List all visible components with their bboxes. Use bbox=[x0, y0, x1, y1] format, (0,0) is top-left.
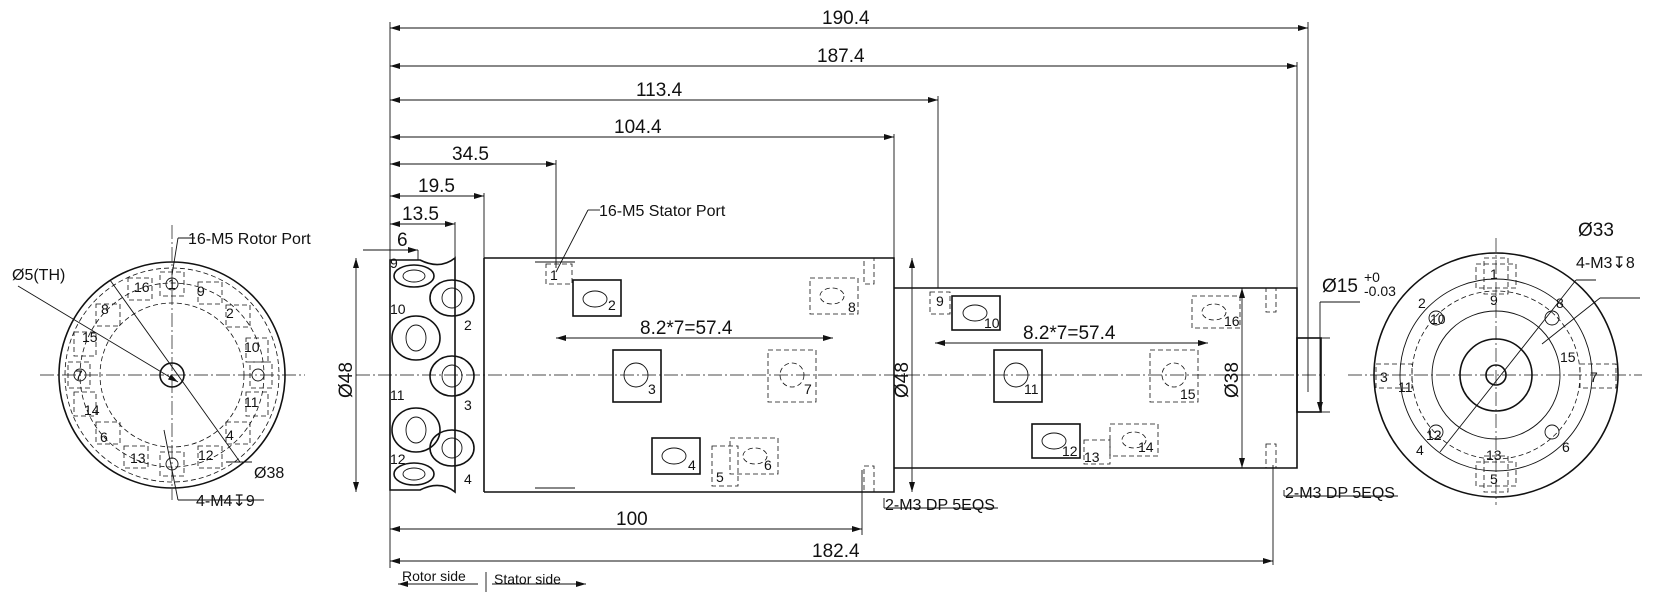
body-port-3: 3 bbox=[648, 381, 656, 397]
stator-side-label: Stator side bbox=[494, 571, 561, 587]
left-port-4: 4 bbox=[226, 427, 234, 443]
right-port-6: 6 bbox=[1562, 439, 1570, 455]
right-center-bore bbox=[1485, 364, 1507, 386]
right-port-4: 4 bbox=[1416, 442, 1424, 458]
body-port-7: 7 bbox=[804, 381, 812, 397]
right-port-3: 3 bbox=[1380, 369, 1388, 385]
left-port-9: 9 bbox=[197, 283, 205, 299]
left-end-view: 1 9 2 10 11 4 12 13 6 14 7 15 8 16 Ø5(TH… bbox=[12, 225, 311, 510]
body-port-15: 15 bbox=[1180, 386, 1196, 402]
right-port-12: 12 bbox=[1426, 427, 1442, 443]
right-port-15: 15 bbox=[1560, 349, 1576, 365]
right-outer-circle bbox=[1373, 252, 1619, 498]
dia38-mid: Ø38 bbox=[1222, 362, 1243, 398]
shaft bbox=[1296, 337, 1322, 413]
face-port-3: 3 bbox=[464, 397, 472, 413]
dim-6: 6 bbox=[397, 230, 408, 251]
left-port-12: 12 bbox=[198, 447, 214, 463]
dim-182-4: 182.4 bbox=[812, 541, 860, 562]
left-outer-circle bbox=[58, 261, 286, 489]
rotor-port-callout: 16-M5 Rotor Port bbox=[188, 231, 311, 248]
dim-19-5: 19.5 bbox=[418, 176, 455, 197]
face-port-2: 2 bbox=[464, 317, 472, 333]
left-center-bore bbox=[159, 362, 185, 388]
body-port-4: 4 bbox=[688, 457, 696, 473]
body-port-2: 2 bbox=[608, 297, 616, 313]
body-port-8: 8 bbox=[848, 299, 856, 315]
right-port-8: 8 bbox=[1556, 295, 1564, 311]
dim-187-4: 187.4 bbox=[817, 46, 865, 67]
right-port-9: 9 bbox=[1490, 292, 1498, 308]
dim-34-5: 34.5 bbox=[452, 144, 489, 165]
dim-104-4: 104.4 bbox=[614, 117, 662, 138]
right-port-2: 2 bbox=[1418, 295, 1426, 311]
dia33-label: Ø33 bbox=[1578, 220, 1614, 241]
dia15-tol-upper: +0 bbox=[1364, 269, 1380, 285]
m3-dp-mid-callout: 2-M3 DP 5EQS bbox=[885, 497, 995, 514]
dia48-mid: Ø48 bbox=[892, 362, 913, 398]
left-port-7: 7 bbox=[75, 367, 83, 383]
face-port-12: 12 bbox=[390, 451, 406, 467]
dia38-left-label: Ø38 bbox=[254, 465, 284, 482]
right-port-7: 7 bbox=[1590, 369, 1598, 385]
face-port-10: 10 bbox=[390, 301, 406, 317]
stator-port-callout: 16-M5 Stator Port bbox=[599, 203, 726, 220]
body-port-9: 9 bbox=[936, 293, 944, 309]
body-port-16: 16 bbox=[1224, 313, 1240, 329]
face-port-9: 9 bbox=[390, 255, 398, 271]
dim-113-4: 113.4 bbox=[636, 80, 683, 101]
right-end-view: 1 9 2 10 8 3 11 15 7 4 12 13 5 6 Ø33 4-M… bbox=[1348, 220, 1642, 505]
dia5-label: Ø5(TH) bbox=[12, 267, 65, 284]
rotor-end bbox=[389, 256, 456, 494]
body-port-14: 14 bbox=[1138, 439, 1154, 455]
body-port-1: 1 bbox=[550, 267, 558, 283]
body-port-13: 13 bbox=[1084, 449, 1100, 465]
left-port-16: 16 bbox=[134, 279, 150, 295]
left-port-8: 8 bbox=[101, 301, 109, 317]
dia48-left: Ø48 bbox=[336, 362, 357, 398]
m4-callout: 4-M4↧9 bbox=[196, 493, 255, 510]
pitch-rotor: 8.2*7=57.4 bbox=[640, 318, 733, 339]
right-flange-circle bbox=[1399, 278, 1593, 472]
dia15-tol-lower: -0.03 bbox=[1364, 283, 1396, 299]
pitch-stator: 8.2*7=57.4 bbox=[1023, 323, 1116, 344]
right-port-10: 10 bbox=[1430, 311, 1446, 327]
left-port-10: 10 bbox=[244, 339, 260, 355]
dim-100: 100 bbox=[616, 509, 648, 530]
left-diameter-leader bbox=[109, 279, 241, 463]
left-port-15: 15 bbox=[82, 329, 98, 345]
right-diameter-leader bbox=[1439, 279, 1577, 453]
left-port-2: 2 bbox=[226, 305, 234, 321]
body-port-11: 11 bbox=[1024, 381, 1039, 397]
left-port-1: 1 bbox=[168, 276, 176, 292]
dia15: Ø15 bbox=[1322, 276, 1358, 297]
face-port-11: 11 bbox=[390, 387, 405, 403]
rotor-side-label: Rotor side bbox=[402, 568, 466, 584]
face-port-4: 4 bbox=[464, 471, 472, 487]
left-port-14: 14 bbox=[84, 402, 100, 418]
body-port-10: 10 bbox=[984, 315, 1000, 331]
left-port-13: 13 bbox=[130, 450, 146, 466]
side-view: 190.4 187.4 113.4 104.4 34.5 19.5 13.5 6… bbox=[336, 8, 1398, 592]
body-port-6: 6 bbox=[764, 457, 772, 473]
right-port-1: 1 bbox=[1490, 266, 1498, 282]
right-port-5: 5 bbox=[1490, 471, 1498, 487]
left-port-6: 6 bbox=[100, 429, 108, 445]
body-port-5: 5 bbox=[716, 469, 724, 485]
dim-190-4: 190.4 bbox=[822, 8, 870, 29]
main-housing bbox=[484, 257, 895, 493]
m3-dp-right-callout: 2-M3 DP 5EQS bbox=[1285, 485, 1395, 502]
right-port-11: 11 bbox=[1398, 379, 1413, 395]
m3-right-callout: 4-M3↧8 bbox=[1576, 255, 1635, 272]
dim-13-5: 13.5 bbox=[402, 204, 439, 225]
body-port-12: 12 bbox=[1062, 443, 1078, 459]
left-port-11: 11 bbox=[244, 394, 259, 410]
right-port-13: 13 bbox=[1486, 447, 1502, 463]
